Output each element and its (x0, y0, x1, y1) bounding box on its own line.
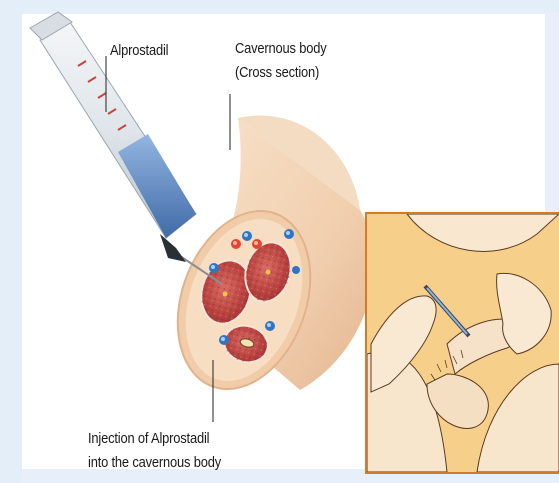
label-alprostadil: Alprostadil (110, 40, 168, 62)
label-injection-line1: Injection of Alprostadil (88, 428, 209, 450)
label-cross-section: (Cross section) (235, 62, 319, 84)
self-injection-illustration (365, 212, 559, 474)
label-cavernous-body: Cavernous body (235, 38, 327, 60)
label-injection-line2: into the cavernous body (88, 452, 221, 474)
